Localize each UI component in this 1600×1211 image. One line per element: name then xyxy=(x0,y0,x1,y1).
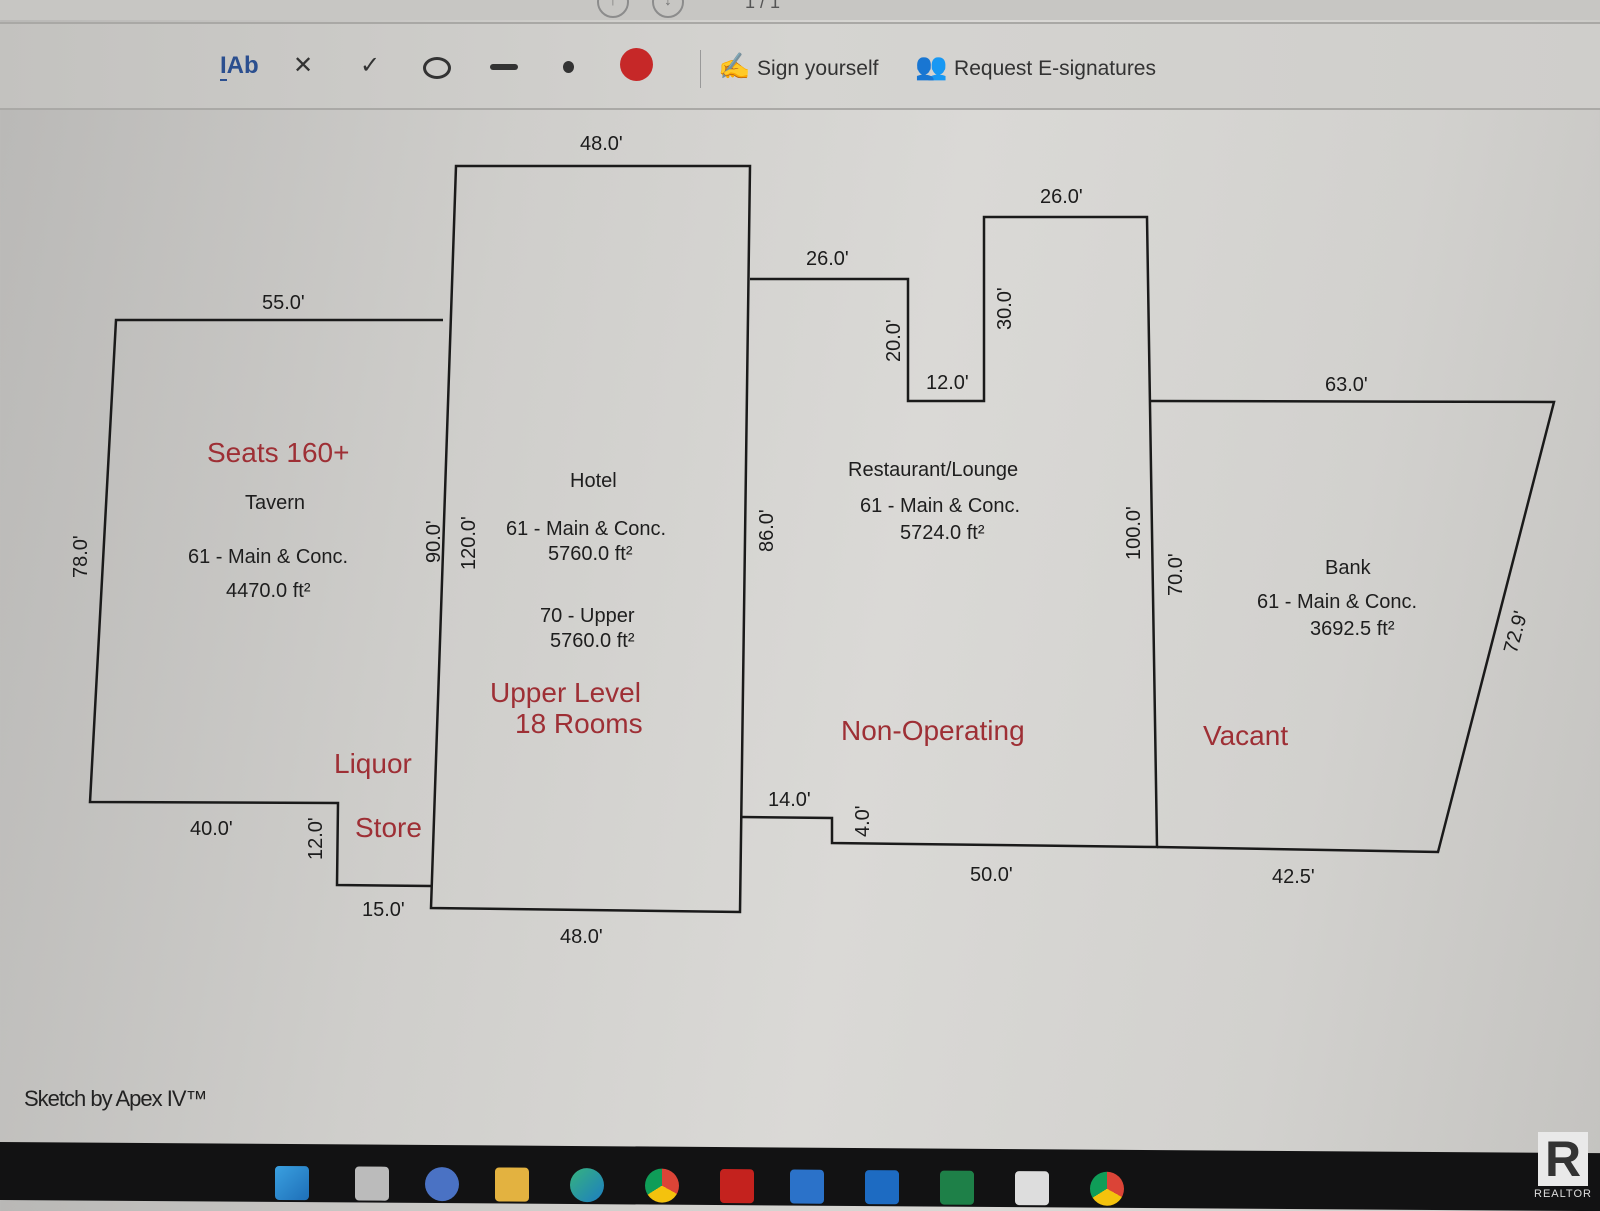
text-tool-button[interactable]: IAb xyxy=(220,48,259,84)
dim-rest-top-left: 26.0' xyxy=(806,248,849,270)
dim-tavern-left: 78.0' xyxy=(70,535,92,578)
ellipse-tool-button[interactable] xyxy=(423,48,451,84)
word-icon[interactable] xyxy=(790,1169,824,1204)
page-indicator[interactable]: 1 / 1 xyxy=(745,0,781,12)
restaurant-code: 61 - Main & Conc. xyxy=(860,495,1021,517)
cross-tool-button[interactable]: ✕ xyxy=(293,48,313,84)
tavern-code: 61 - Main & Conc. xyxy=(188,546,349,568)
liquor-label-1: Liquor xyxy=(334,748,412,779)
dim-rest-bottom: 50.0' xyxy=(970,864,1013,886)
windows-start-icon[interactable] xyxy=(275,1165,309,1201)
hotel-name: Hotel xyxy=(570,470,617,492)
dim-rest-notch-left: 20.0' xyxy=(883,319,905,362)
bank-code: 61 - Main & Conc. xyxy=(1257,591,1418,613)
dot-icon xyxy=(563,61,574,73)
dim-liquor-bottom: 15.0' xyxy=(362,899,405,921)
taskbar xyxy=(0,1142,1600,1211)
check-tool-button[interactable]: ✓ xyxy=(360,48,380,84)
tavern-name: Tavern xyxy=(245,492,306,514)
bank-note: Vacant xyxy=(1203,720,1289,751)
annotation-toolbar: IAb ✕ ✓ ✍ Sign yourself 👥 Request E-sign… xyxy=(0,22,1600,110)
color-swatch-icon xyxy=(620,48,653,81)
dim-rest-step-height: 4.0' xyxy=(852,805,874,837)
bank-name: Bank xyxy=(1325,557,1371,579)
dim-rest-notch-right: 30.0' xyxy=(994,287,1016,330)
dim-rest-left: 86.0' xyxy=(756,509,778,552)
chrome-browser-icon[interactable] xyxy=(645,1168,679,1203)
hotel-code: 61 - Main & Conc. xyxy=(506,518,667,540)
tavern-area: 4470.0 ft² xyxy=(226,580,311,602)
dim-bank-bottom: 42.5' xyxy=(1272,866,1315,888)
hotel-upper-code: 70 - Upper xyxy=(540,605,635,627)
realtor-logo: R xyxy=(1538,1132,1588,1186)
tavern-note: Seats 160+ xyxy=(207,437,350,468)
tavern-outline xyxy=(88,318,443,888)
edge-browser-icon[interactable] xyxy=(570,1167,604,1203)
task-view-icon[interactable] xyxy=(355,1166,389,1201)
ellipse-icon xyxy=(423,57,451,79)
acrobat-icon[interactable] xyxy=(720,1169,754,1204)
liquor-label-2: Store xyxy=(355,812,422,843)
line-icon xyxy=(490,64,518,70)
text-cursor-icon: I xyxy=(220,52,227,81)
restaurant-outline xyxy=(740,215,1159,849)
bank-outline xyxy=(1149,399,1556,854)
restaurant-area: 5724.0 ft² xyxy=(900,522,985,544)
check-icon: ✓ xyxy=(360,52,381,79)
viewer-nav-strip: ↑ ↓ 1 / 1 xyxy=(0,0,1600,20)
dim-rest-step-width: 14.0' xyxy=(768,789,811,811)
users-signature-icon: 👥 xyxy=(915,51,948,81)
pen-signature-icon: ✍ xyxy=(718,51,751,81)
request-esignatures-label: Request E-signatures xyxy=(954,57,1156,80)
sign-yourself-label: Sign yourself xyxy=(757,57,879,80)
dim-bank-left: 70.0' xyxy=(1165,553,1187,596)
toolbar-divider xyxy=(700,50,701,88)
dim-rest-top-right: 26.0' xyxy=(1040,186,1083,208)
chrome-profile-icon[interactable] xyxy=(1090,1171,1124,1206)
hotel-note-1: Upper Level xyxy=(490,677,641,708)
file-explorer-icon[interactable] xyxy=(495,1167,529,1202)
dim-liquor-side: 12.0' xyxy=(305,817,327,860)
request-esignatures-button[interactable]: 👥 Request E-signatures xyxy=(915,48,1156,84)
zoom-app-icon[interactable] xyxy=(425,1166,459,1202)
outlook-icon[interactable] xyxy=(865,1170,899,1205)
restaurant-note: Non-Operating xyxy=(841,715,1025,746)
snipping-tool-icon[interactable] xyxy=(1015,1171,1049,1206)
realtor-label: REALTOR xyxy=(1534,1188,1592,1200)
text-tool-label: Ab xyxy=(226,52,259,79)
dim-rest-notch-bottom: 12.0' xyxy=(926,372,969,394)
dim-tavern-bottom: 40.0' xyxy=(190,818,233,840)
line-tool-button[interactable] xyxy=(490,48,518,84)
hotel-outline xyxy=(429,164,752,914)
bank-area: 3692.5 ft² xyxy=(1310,618,1395,640)
hotel-note-2: 18 Rooms xyxy=(515,708,643,739)
dim-tavern-right: 90.0' xyxy=(423,520,445,563)
color-picker-button[interactable] xyxy=(620,48,653,84)
dim-tavern-top: 55.0' xyxy=(262,292,305,314)
dim-hotel-bottom: 48.0' xyxy=(560,926,603,948)
hotel-area: 5760.0 ft² xyxy=(548,543,633,565)
dim-bank-top: 63.0' xyxy=(1325,374,1368,396)
sketch-credit: Sketch by Apex IV™ xyxy=(24,1086,208,1111)
dot-tool-button[interactable] xyxy=(563,48,574,84)
dim-hotel-top: 48.0' xyxy=(580,133,623,155)
cross-icon: ✕ xyxy=(293,52,314,79)
restaurant-name: Restaurant/Lounge xyxy=(848,459,1019,481)
dim-rest-right: 100.0' xyxy=(1123,506,1145,560)
sign-yourself-button[interactable]: ✍ Sign yourself xyxy=(718,48,878,84)
realtor-r-icon: R xyxy=(1544,1131,1582,1187)
hotel-upper-area: 5760.0 ft² xyxy=(550,630,635,652)
dim-hotel-left: 120.0' xyxy=(458,516,480,570)
